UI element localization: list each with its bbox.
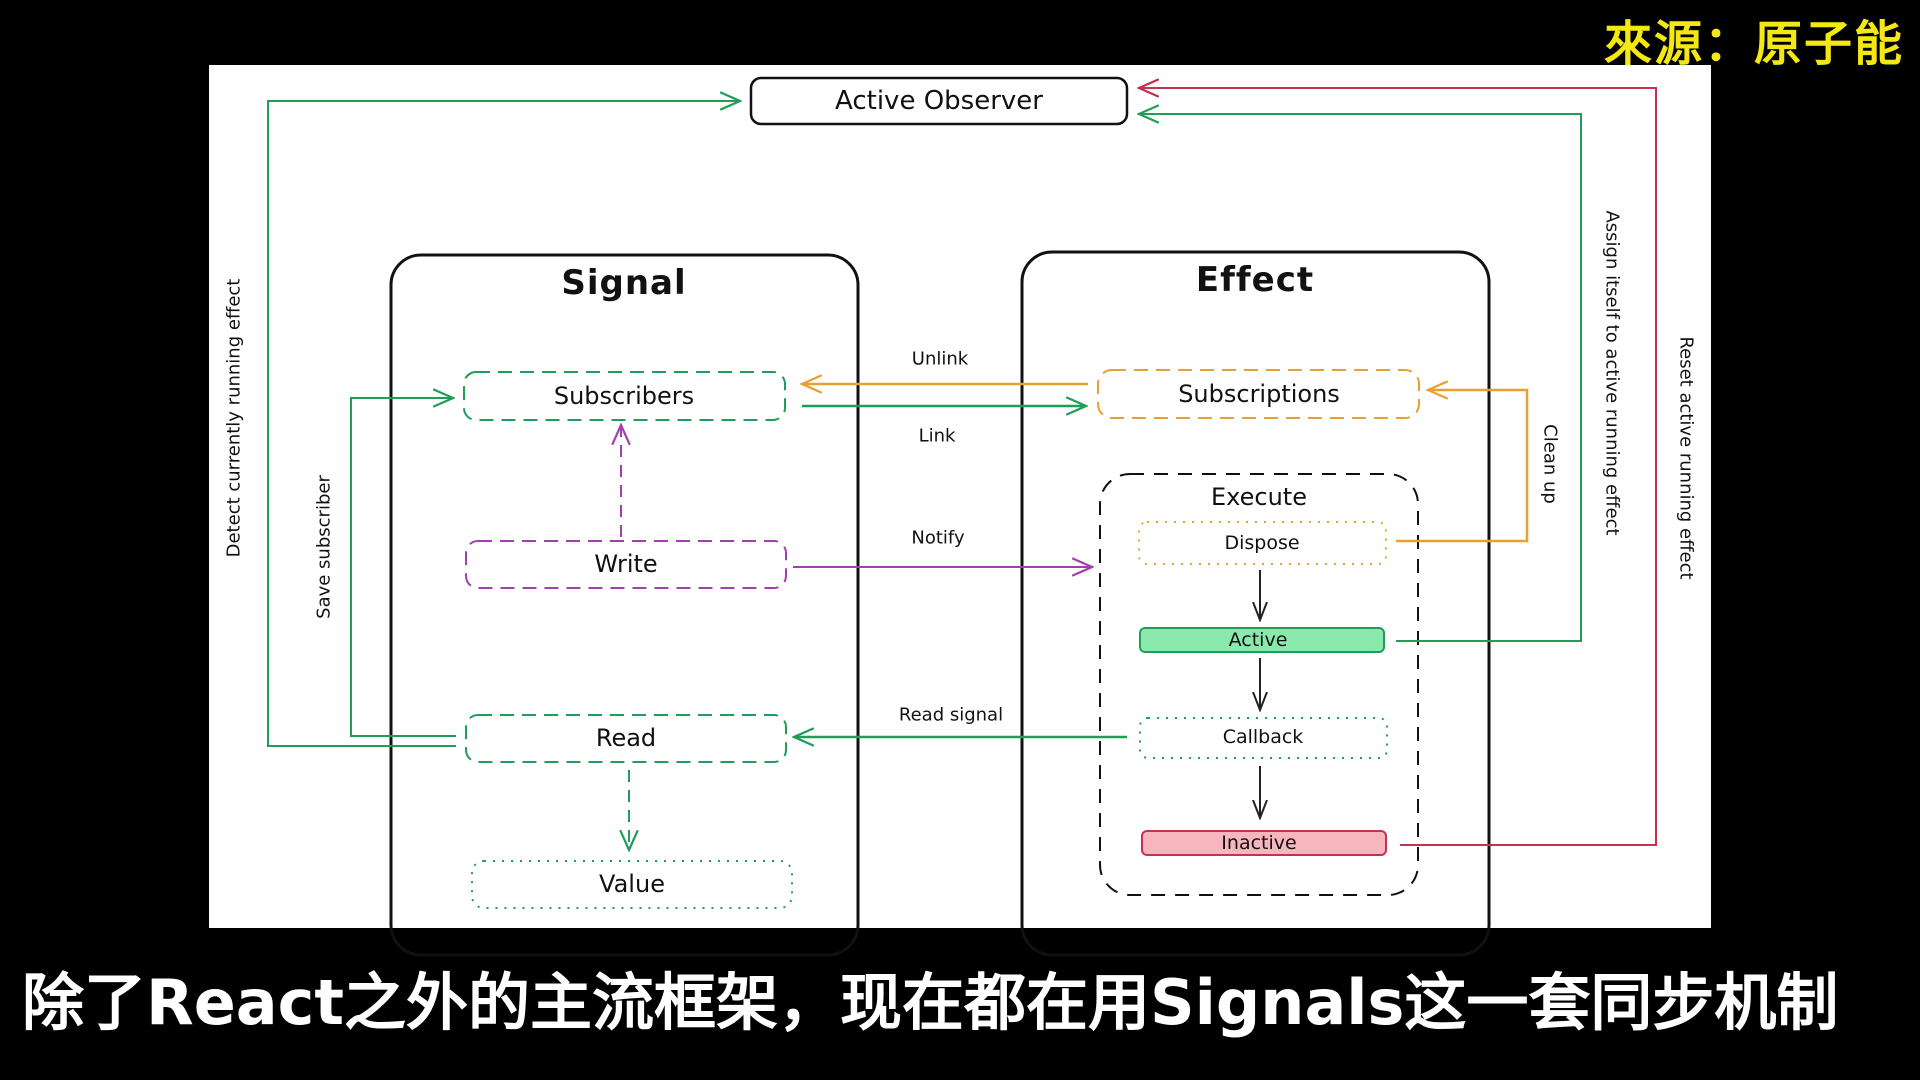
read-label: Read (595, 724, 657, 752)
save-subscriber-arrow (350, 398, 456, 737)
save-subscriber-label: Save subscriber (313, 475, 335, 619)
effect-title: Effect (1195, 260, 1315, 300)
execute-container (1099, 473, 1419, 896)
effect-container (1020, 250, 1491, 957)
reset-active-label: Reset active running effect (1675, 336, 1697, 580)
video-subtitle: 除了React之外的主流框架，现在都在用Signals这一套同步机制 (22, 966, 1839, 1039)
signal-container (389, 253, 860, 957)
assign-active-arrow (1139, 114, 1582, 642)
active-observer-label: Active Observer (835, 86, 1043, 116)
dispose-node (1138, 521, 1387, 565)
unlink-label: Unlink (911, 348, 969, 370)
source-watermark: 來源：原子能 (1603, 16, 1904, 72)
dispose-label: Dispose (1224, 532, 1300, 554)
assign-active-label: Assign itself to active running effect (1601, 210, 1623, 536)
detect-effect-label: Detect currently running effect (223, 278, 245, 558)
subscriptions-label: Subscriptions (1178, 380, 1340, 408)
subscribers-label: Subscribers (553, 382, 695, 410)
value-node (471, 860, 793, 909)
clean-up-arrow (1396, 390, 1529, 543)
execute-title: Execute (1211, 483, 1307, 511)
active-observer-box (749, 76, 1129, 126)
write-node (465, 540, 787, 589)
callback-label: Callback (1222, 726, 1304, 748)
active-label: Active (1228, 629, 1288, 651)
write-label: Write (594, 550, 658, 578)
link-label: Link (918, 425, 956, 447)
inactive-label: Inactive (1221, 832, 1297, 854)
read-node (465, 714, 787, 763)
value-label: Value (599, 870, 665, 898)
reset-active-arrow (1139, 88, 1657, 846)
clean-up-label: Clean up (1539, 424, 1561, 504)
active-node (1139, 627, 1385, 653)
read-signal-label: Read signal (898, 704, 1004, 726)
notify-label: Notify (911, 527, 965, 549)
detect-effect-arrow (267, 101, 740, 747)
signal-title: Signal (561, 263, 687, 303)
inactive-node (1141, 830, 1387, 856)
whiteboard (209, 65, 1711, 928)
subscribers-node (463, 371, 786, 421)
